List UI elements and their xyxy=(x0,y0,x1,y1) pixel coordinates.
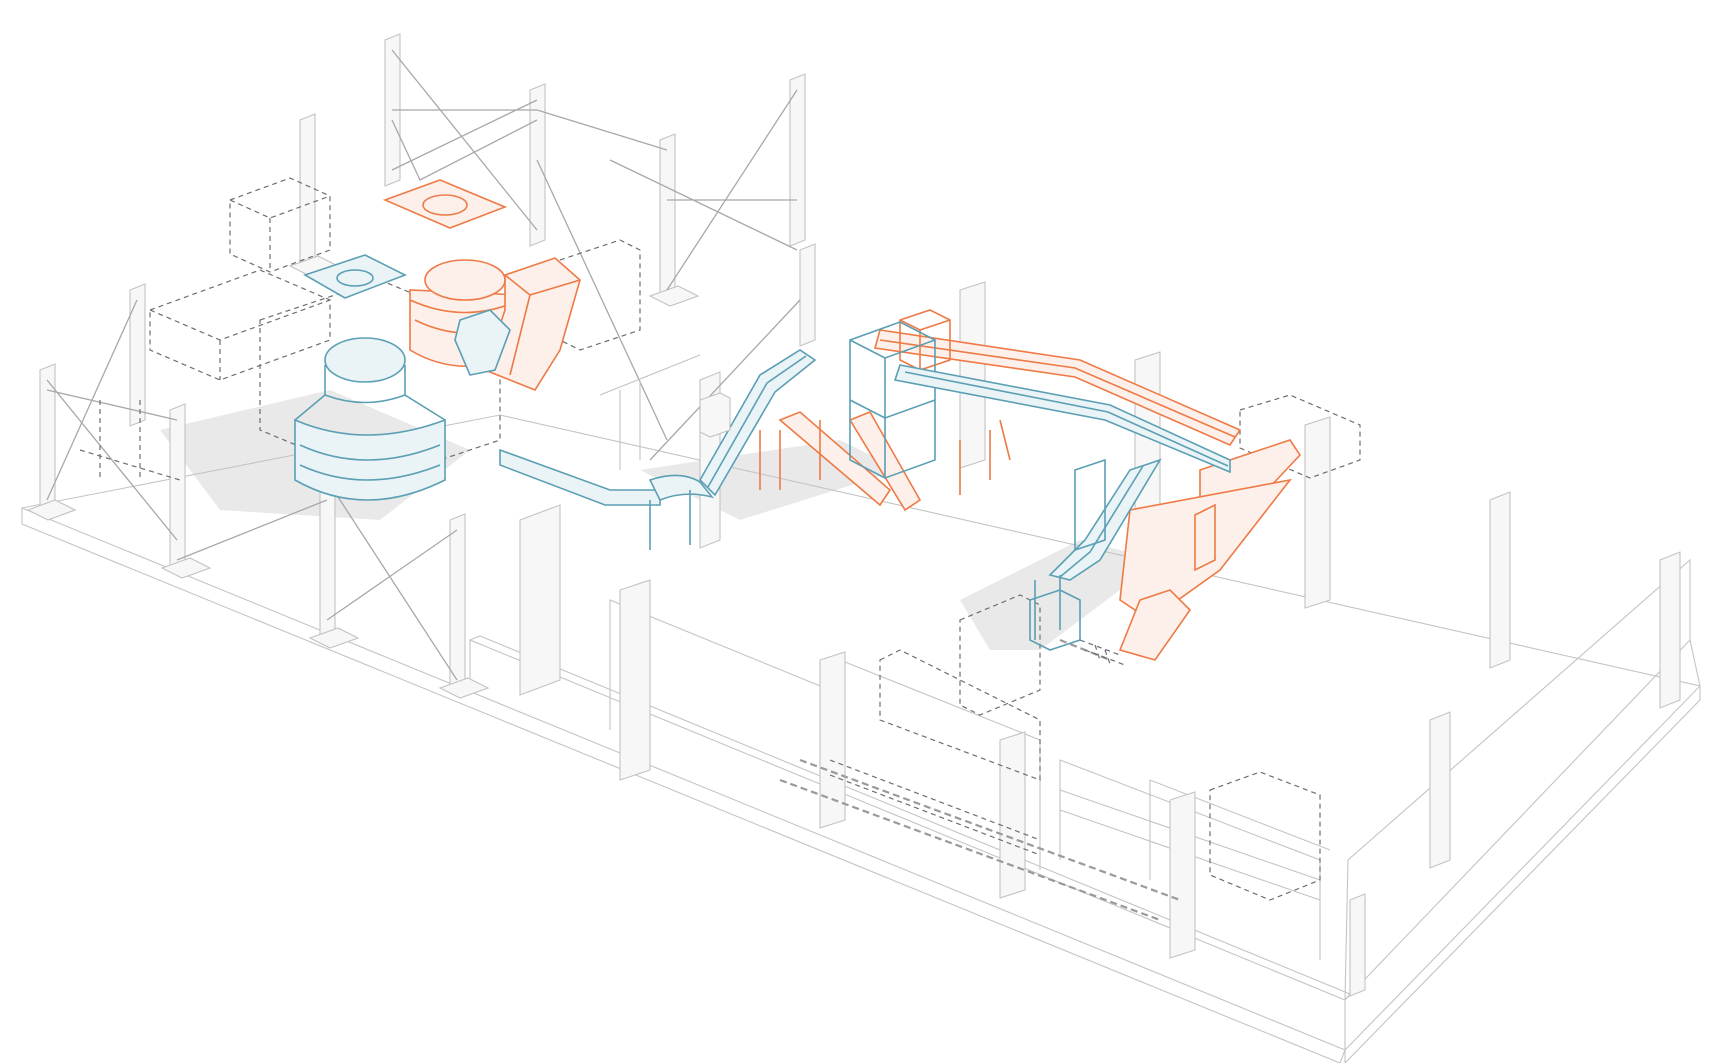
column-front-3 xyxy=(999,731,1026,899)
tie-rod-long xyxy=(536,159,801,461)
orange-slide-left xyxy=(778,411,892,507)
cross-brace-right xyxy=(536,89,798,291)
orange-small-frame-right xyxy=(1194,503,1216,572)
blue-conveyor-upper xyxy=(893,364,1231,474)
column-front-4 xyxy=(1169,791,1196,959)
blue-funnel xyxy=(454,309,511,376)
blue-conveyor-lower xyxy=(499,448,661,506)
small-cabinet xyxy=(699,392,731,438)
dashed-box-left-2 xyxy=(229,177,331,273)
frame-post-8 xyxy=(789,73,806,247)
orange-equipment xyxy=(382,179,1302,661)
frame-post-10 xyxy=(449,513,466,687)
column-right-3 xyxy=(1429,711,1451,869)
cross-brace-rear xyxy=(391,49,538,231)
blue-curve-joint xyxy=(648,474,715,502)
blue-lower-posts xyxy=(649,490,1061,640)
blue-conveyor-rise-rail xyxy=(707,355,807,488)
column-front-1 xyxy=(619,579,651,781)
blue-tower-frame xyxy=(849,321,936,479)
dashed-box-left-1 xyxy=(149,269,331,381)
blue-top-cap xyxy=(336,269,374,287)
dashed-box-right-1 xyxy=(1239,394,1361,479)
blue-cylinder-shoulder xyxy=(294,365,446,421)
blue-cylinder-top xyxy=(324,337,406,383)
blue-vertical-frame xyxy=(1074,458,1106,552)
dashed-beam-bottom-1 xyxy=(799,758,1181,902)
frame-post-11 xyxy=(799,243,816,347)
dashed-box-bottom-right xyxy=(1209,771,1321,901)
wall-opening xyxy=(1059,789,1321,901)
blue-cylinder-rings xyxy=(299,444,441,481)
front-wall-cap xyxy=(469,635,1351,1001)
belt-segment xyxy=(1079,639,1126,666)
orange-conveyor-long xyxy=(873,329,1242,447)
right-wall xyxy=(1344,638,1701,1001)
floor-slab-edge xyxy=(21,508,1346,1063)
column-center-1 xyxy=(959,281,986,469)
orange-support-legs xyxy=(759,419,1011,495)
orange-funnel xyxy=(484,257,581,391)
guard-rail-left xyxy=(599,354,701,470)
frame-post-3 xyxy=(169,403,186,567)
frame-base-1 xyxy=(26,499,77,521)
orange-ramp-bottom xyxy=(1118,589,1192,661)
frame-post-6 xyxy=(529,83,546,247)
column-front-2 xyxy=(819,651,846,829)
frame-base-4 xyxy=(438,677,490,699)
orange-tank-top xyxy=(424,259,506,301)
dashed-frame-rear xyxy=(559,239,641,351)
tie-rod-top xyxy=(391,119,538,181)
orange-funnel-edges xyxy=(504,274,581,376)
partition-wall-d xyxy=(1149,779,1331,880)
frame-base-3 xyxy=(308,627,360,649)
blue-equipment xyxy=(294,254,1231,651)
frame-post-1 xyxy=(39,363,56,507)
orange-top-cap xyxy=(422,194,468,216)
blue-conveyor-upper-rail xyxy=(904,371,1229,467)
cross-brace-left xyxy=(46,299,178,541)
column-right-2 xyxy=(1659,551,1681,709)
steel-frame-structure xyxy=(26,33,816,699)
dashed-pipe-bottom xyxy=(829,759,1041,856)
column-mid-1 xyxy=(519,504,561,696)
mechanism-details xyxy=(599,354,1126,666)
column-right-1 xyxy=(1489,491,1511,669)
orange-ramp-lower xyxy=(1119,478,1292,621)
floor-slab-edge-right xyxy=(1344,686,1701,1063)
dashed-box-bottom-1 xyxy=(879,649,1041,781)
blue-conveyor-rise xyxy=(699,349,817,497)
building-walls xyxy=(469,281,1701,1050)
dashed-box-bottom-2 xyxy=(959,594,1041,716)
orange-conveyor-rail xyxy=(879,339,1236,438)
frame-post-2 xyxy=(129,283,146,427)
right-wall-cap xyxy=(1344,558,1691,1001)
blue-conveyor-descend-rail xyxy=(1059,465,1144,578)
orange-frame-box xyxy=(899,309,951,371)
dashed-cylinder-left xyxy=(79,400,181,481)
frame-base-2 xyxy=(160,557,212,579)
frame-post-7 xyxy=(659,133,676,297)
front-wall xyxy=(469,639,1346,1050)
frame-base-6 xyxy=(648,285,700,307)
dashed-beam-bottom-2 xyxy=(779,778,1161,922)
frame-post-4 xyxy=(299,113,316,267)
column-center-3 xyxy=(1304,416,1331,609)
cross-brace-front xyxy=(176,479,458,681)
column-right-4 xyxy=(1349,893,1366,997)
